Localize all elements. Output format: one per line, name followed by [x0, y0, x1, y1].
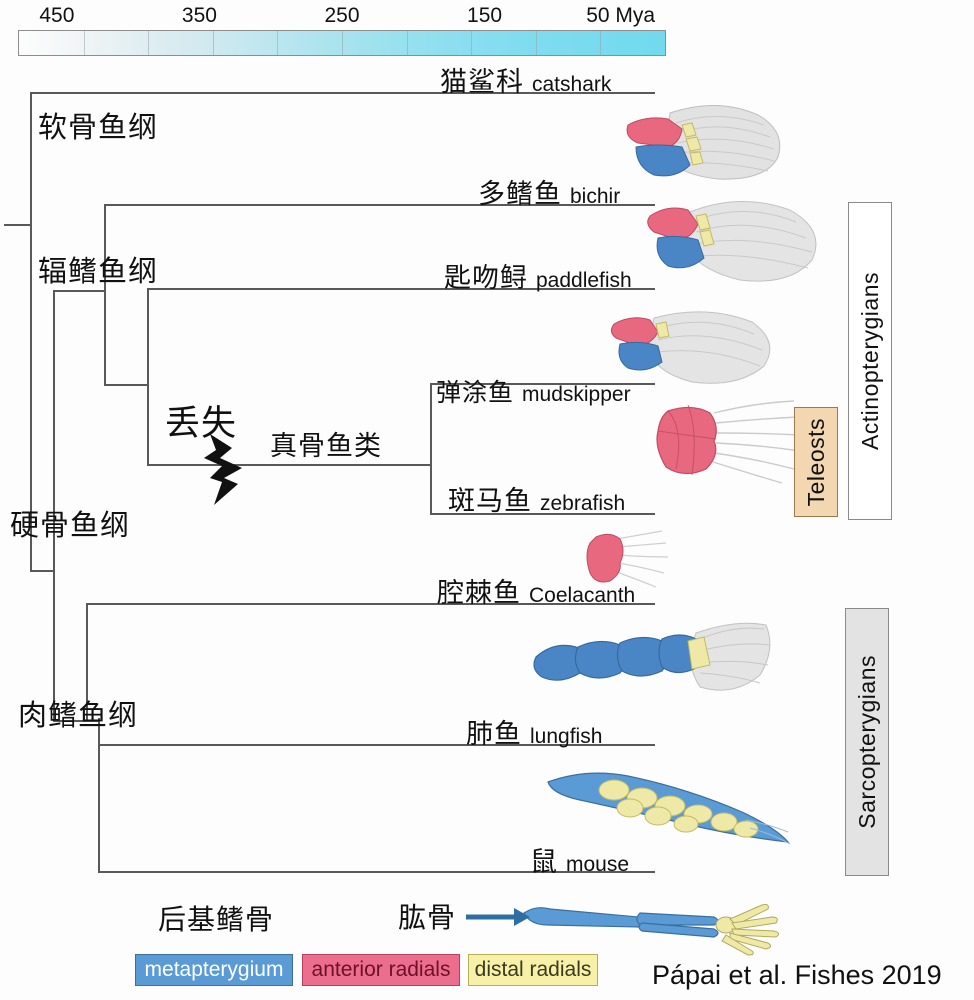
taxon-catshark: 猫鲨科 catshark	[440, 60, 611, 99]
group-box-sarcopterygians: Sarcopterygians	[845, 608, 889, 876]
taxon-bichir: 多鳍鱼 bichir	[478, 172, 620, 211]
tree-node-sarco-sub	[98, 718, 100, 746]
tree-node-dipnotetrapodomorpha	[98, 744, 100, 872]
tree-branch-mudskipper	[430, 383, 655, 385]
loss-label: 丢失	[165, 404, 238, 443]
tree-branch-teleosts	[147, 464, 432, 466]
group-box-teleosts-label: Teleosts	[802, 417, 829, 507]
fin-illustration-bichir	[647, 200, 817, 282]
clade-label-sarcopterygii: 肉鳍鱼纲	[18, 700, 139, 732]
clade-label-chondrichthyes: 软骨鱼纲	[38, 112, 159, 144]
humerus-cn-annotation: 肱骨	[398, 902, 457, 933]
tree-branch-mouse	[98, 871, 655, 873]
taxon-lungfish-en: lungfish	[530, 725, 603, 748]
taxon-catshark-cn: 猫鲨科	[440, 67, 524, 97]
taxon-zebrafish-cn: 斑马鱼	[448, 486, 532, 516]
group-box-teleosts: Teleosts	[794, 407, 838, 517]
taxon-zebrafish-en: zebrafish	[540, 492, 626, 515]
tree-branch-actinopterygii-stem	[53, 290, 106, 292]
taxon-mouse: 鼠 mouse	[530, 840, 629, 879]
teleosts-cn-label: 真骨鱼类	[270, 431, 382, 461]
tree-branch-osteichthyes-stem	[30, 570, 55, 572]
taxon-lungfish: 肺鱼 lungfish	[466, 712, 602, 751]
clade-label-osteichthyes: 硬骨鱼纲	[10, 510, 131, 542]
metapterygium-cn-annotation: 后基鳍骨	[158, 904, 275, 935]
legend-metapterygium-label: metapterygium	[144, 958, 284, 981]
time-scale-bar	[18, 30, 666, 56]
legend-distal-radials-label: distal radials	[474, 958, 592, 981]
taxon-mouse-cn: 鼠	[530, 847, 558, 877]
tree-branch-root	[4, 224, 32, 226]
time-tick-150: 150	[467, 4, 503, 27]
taxon-bichir-cn: 多鳍鱼	[478, 179, 562, 209]
taxon-coelacanth-en: Coelacanth	[529, 584, 636, 607]
time-tick-350: 350	[181, 4, 217, 27]
fin-illustration-paddlefish	[610, 311, 771, 384]
figure-citation: Pápai et al. Fishes 2019	[652, 960, 942, 990]
tree-node-sarcopterygii	[86, 604, 88, 722]
fin-illustration-coelacanth	[533, 622, 771, 691]
group-box-actinopterygians: Actinopterygians	[848, 202, 892, 520]
fin-illustration-mudskipper	[656, 400, 801, 484]
tree-branch-sarcopterygii-stem	[53, 720, 88, 722]
taxon-mudskipper-cn: 弹涂鱼	[436, 379, 515, 407]
humerus-arrow-icon	[466, 908, 530, 926]
taxon-mouse-en: mouse	[566, 853, 630, 876]
tree-branch-coelacanth	[86, 603, 655, 605]
tree-branch-paddlefish	[147, 288, 655, 290]
tree-branch-catshark	[30, 92, 655, 94]
group-box-actinopterygians-label: Actinopterygians	[856, 271, 883, 451]
tree-node-osteichthyes	[53, 290, 55, 722]
tree-branch-lungfish	[98, 744, 655, 746]
lightning-bolt-icon	[204, 434, 242, 505]
fin-illustration-catshark	[626, 105, 781, 180]
group-box-sarcopterygians-label: Sarcopterygians	[853, 655, 880, 829]
taxon-zebrafish: 斑马鱼 zebrafish	[448, 479, 625, 518]
taxon-paddlefish: 匙吻鲟 paddlefish	[444, 256, 632, 295]
time-tick-250: 250	[324, 4, 360, 27]
taxon-mudskipper: 弹涂鱼 mudskipper	[436, 373, 631, 409]
tree-node-actinopterygii	[104, 205, 106, 385]
limb-illustration-mouse	[523, 904, 780, 956]
tree-branch-bichir	[104, 204, 655, 206]
legend-anterior-radials: anterior radials	[302, 954, 460, 986]
taxon-catshark-en: catshark	[532, 73, 612, 96]
taxon-coelacanth: 腔棘鱼 Coelacanth	[437, 571, 635, 610]
tree-branch-dipnotetrapodomorpha-stem	[86, 720, 100, 722]
legend-distal-radials: distal radials	[468, 954, 598, 986]
taxon-bichir-en: bichir	[570, 185, 621, 208]
legend-anterior-radials-label: anterior radials	[311, 958, 451, 981]
time-scale: 450 350 250 150 50 Mya	[18, 4, 666, 56]
tree-node-teleosts	[430, 384, 432, 514]
tree-node-root	[30, 93, 32, 571]
taxon-lungfish-cn: 肺鱼	[466, 719, 522, 749]
taxon-mudskipper-en: mudskipper	[522, 383, 631, 406]
clade-label-actinopterygii: 辐鳍鱼纲	[38, 256, 159, 288]
time-tick-50-mya: 50 Mya	[586, 4, 656, 27]
time-tick-450: 450	[39, 4, 75, 27]
taxon-paddlefish-cn: 匙吻鲟	[444, 263, 528, 293]
taxon-paddlefish-en: paddlefish	[536, 269, 632, 292]
time-scale-ticks: 450 350 250 150 50 Mya	[18, 4, 666, 30]
tree-branch-neopterygii-stem	[104, 384, 149, 386]
tree-branch-zebrafish	[430, 513, 655, 515]
tree-node-neopterygii	[147, 288, 149, 466]
fin-illustration-lungfish	[547, 772, 791, 845]
fin-illustration-zebrafish	[586, 530, 669, 588]
legend-metapterygium: metapterygium	[135, 954, 293, 986]
taxon-coelacanth-cn: 腔棘鱼	[437, 578, 521, 608]
